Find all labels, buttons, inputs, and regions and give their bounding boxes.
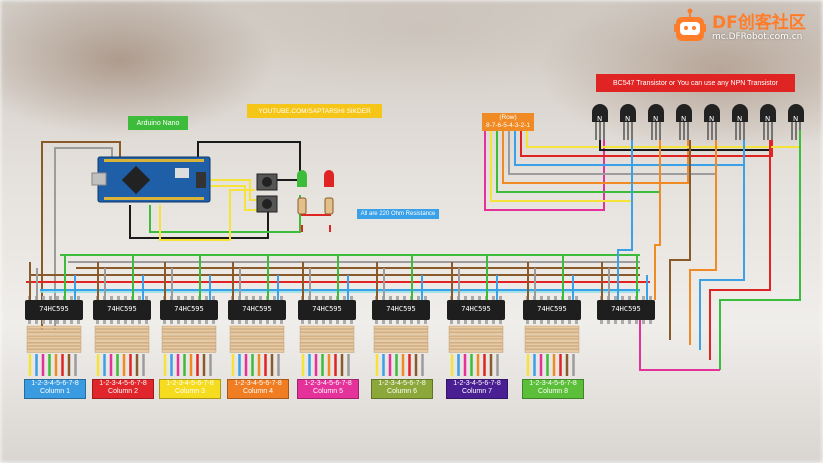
- row-wire: [526, 131, 801, 148]
- transistor: N: [704, 104, 720, 140]
- youtube-label: YOUTUBE.COM/SAPTARSHI SIKDER: [247, 104, 382, 118]
- status-leds: [297, 170, 334, 215]
- column-name: Column 6: [387, 388, 417, 395]
- chip-part-label: 74HC595: [611, 305, 641, 313]
- shift-register-chip: [228, 296, 286, 353]
- svg-text:N: N: [793, 115, 798, 123]
- transistor: N: [760, 104, 776, 140]
- column-numbers: 1-2-3-4-5-6-7-8: [453, 380, 501, 387]
- row-header-title: (Row): [499, 114, 517, 121]
- shift-register-chip: [160, 296, 218, 353]
- shift-register-chip: [523, 296, 581, 353]
- transistor: N: [676, 104, 692, 140]
- column-numbers: 1-2-3-4-5-6-7-8: [234, 380, 282, 387]
- transistor: N: [732, 104, 748, 140]
- column-numbers: 1-2-3-4-5-6-7-8: [529, 380, 577, 387]
- column-name: Column 7: [462, 388, 492, 395]
- column-output-wires: [28, 255, 648, 376]
- shift-register-chip: [93, 296, 151, 353]
- column-numbers: 1-2-3-4-5-6-7-8: [378, 380, 426, 387]
- row-order: 8-7-6-5-4-3-2-1: [485, 122, 531, 129]
- shift-register-chip: [447, 296, 505, 353]
- row-header: (Row) 8-7-6-5-4-3-2-1: [482, 113, 534, 131]
- svg-text:N: N: [681, 115, 686, 123]
- push-buttons: [256, 173, 278, 213]
- column-name: Column 3: [175, 388, 205, 395]
- svg-text:N: N: [625, 115, 630, 123]
- shift-register-chip: [597, 296, 655, 324]
- column-name: Column 2: [108, 388, 138, 395]
- svg-text:N: N: [653, 115, 658, 123]
- column-name: Column 5: [313, 388, 343, 395]
- robot-head-icon: [674, 8, 706, 41]
- transistor: N: [648, 104, 664, 140]
- svg-text:N: N: [597, 115, 602, 123]
- chip-part-label: 74HC595: [174, 305, 204, 313]
- column-numbers: 1-2-3-4-5-6-7-8: [99, 380, 147, 387]
- shift-register-chip: [25, 296, 83, 353]
- chip-part-label: 74HC595: [312, 305, 342, 313]
- chip-part-label: 74HC595: [386, 305, 416, 313]
- column-numbers: 1-2-3-4-5-6-7-8: [304, 380, 352, 387]
- arduino-label: Arduino Nano: [128, 116, 188, 130]
- row-wire: [520, 131, 773, 157]
- row-wires: [484, 131, 801, 211]
- chip-part-label: 74HC595: [242, 305, 272, 313]
- column-name: Column 1: [40, 388, 70, 395]
- column-name: Column 4: [243, 388, 273, 395]
- chip-part-label: 74HC595: [461, 305, 491, 313]
- column-numbers: 1-2-3-4-5-6-7-8: [31, 380, 79, 387]
- chip-part-label: 74HC595: [107, 305, 137, 313]
- chip-part-label: 74HC595: [537, 305, 567, 313]
- svg-text:N: N: [765, 115, 770, 123]
- chip-part-label: 74HC595: [39, 305, 69, 313]
- shift-register-chips: [25, 296, 655, 353]
- column-numbers: 1-2-3-4-5-6-7-8: [166, 380, 214, 387]
- row-wire: [502, 131, 689, 184]
- arduino-nano-board: [91, 156, 211, 203]
- resistor-note: All are 220 Ohm Resistance: [357, 209, 439, 219]
- shift-register-chip: [298, 296, 356, 353]
- transistor: N: [592, 104, 608, 140]
- transistor: N: [620, 104, 636, 140]
- transistor-return-wires: [599, 130, 801, 371]
- svg-text:N: N: [709, 115, 714, 123]
- brand-name: DF创客社区: [712, 13, 806, 33]
- row-wire: [508, 131, 717, 175]
- svg-text:N: N: [737, 115, 742, 123]
- transistor-note: BC547 Transistor or You can use any NPN …: [596, 74, 795, 92]
- transistor: N: [788, 104, 804, 140]
- brand-url: mc.DFRobot.com.cn: [712, 32, 803, 42]
- column-name: Column 8: [538, 388, 568, 395]
